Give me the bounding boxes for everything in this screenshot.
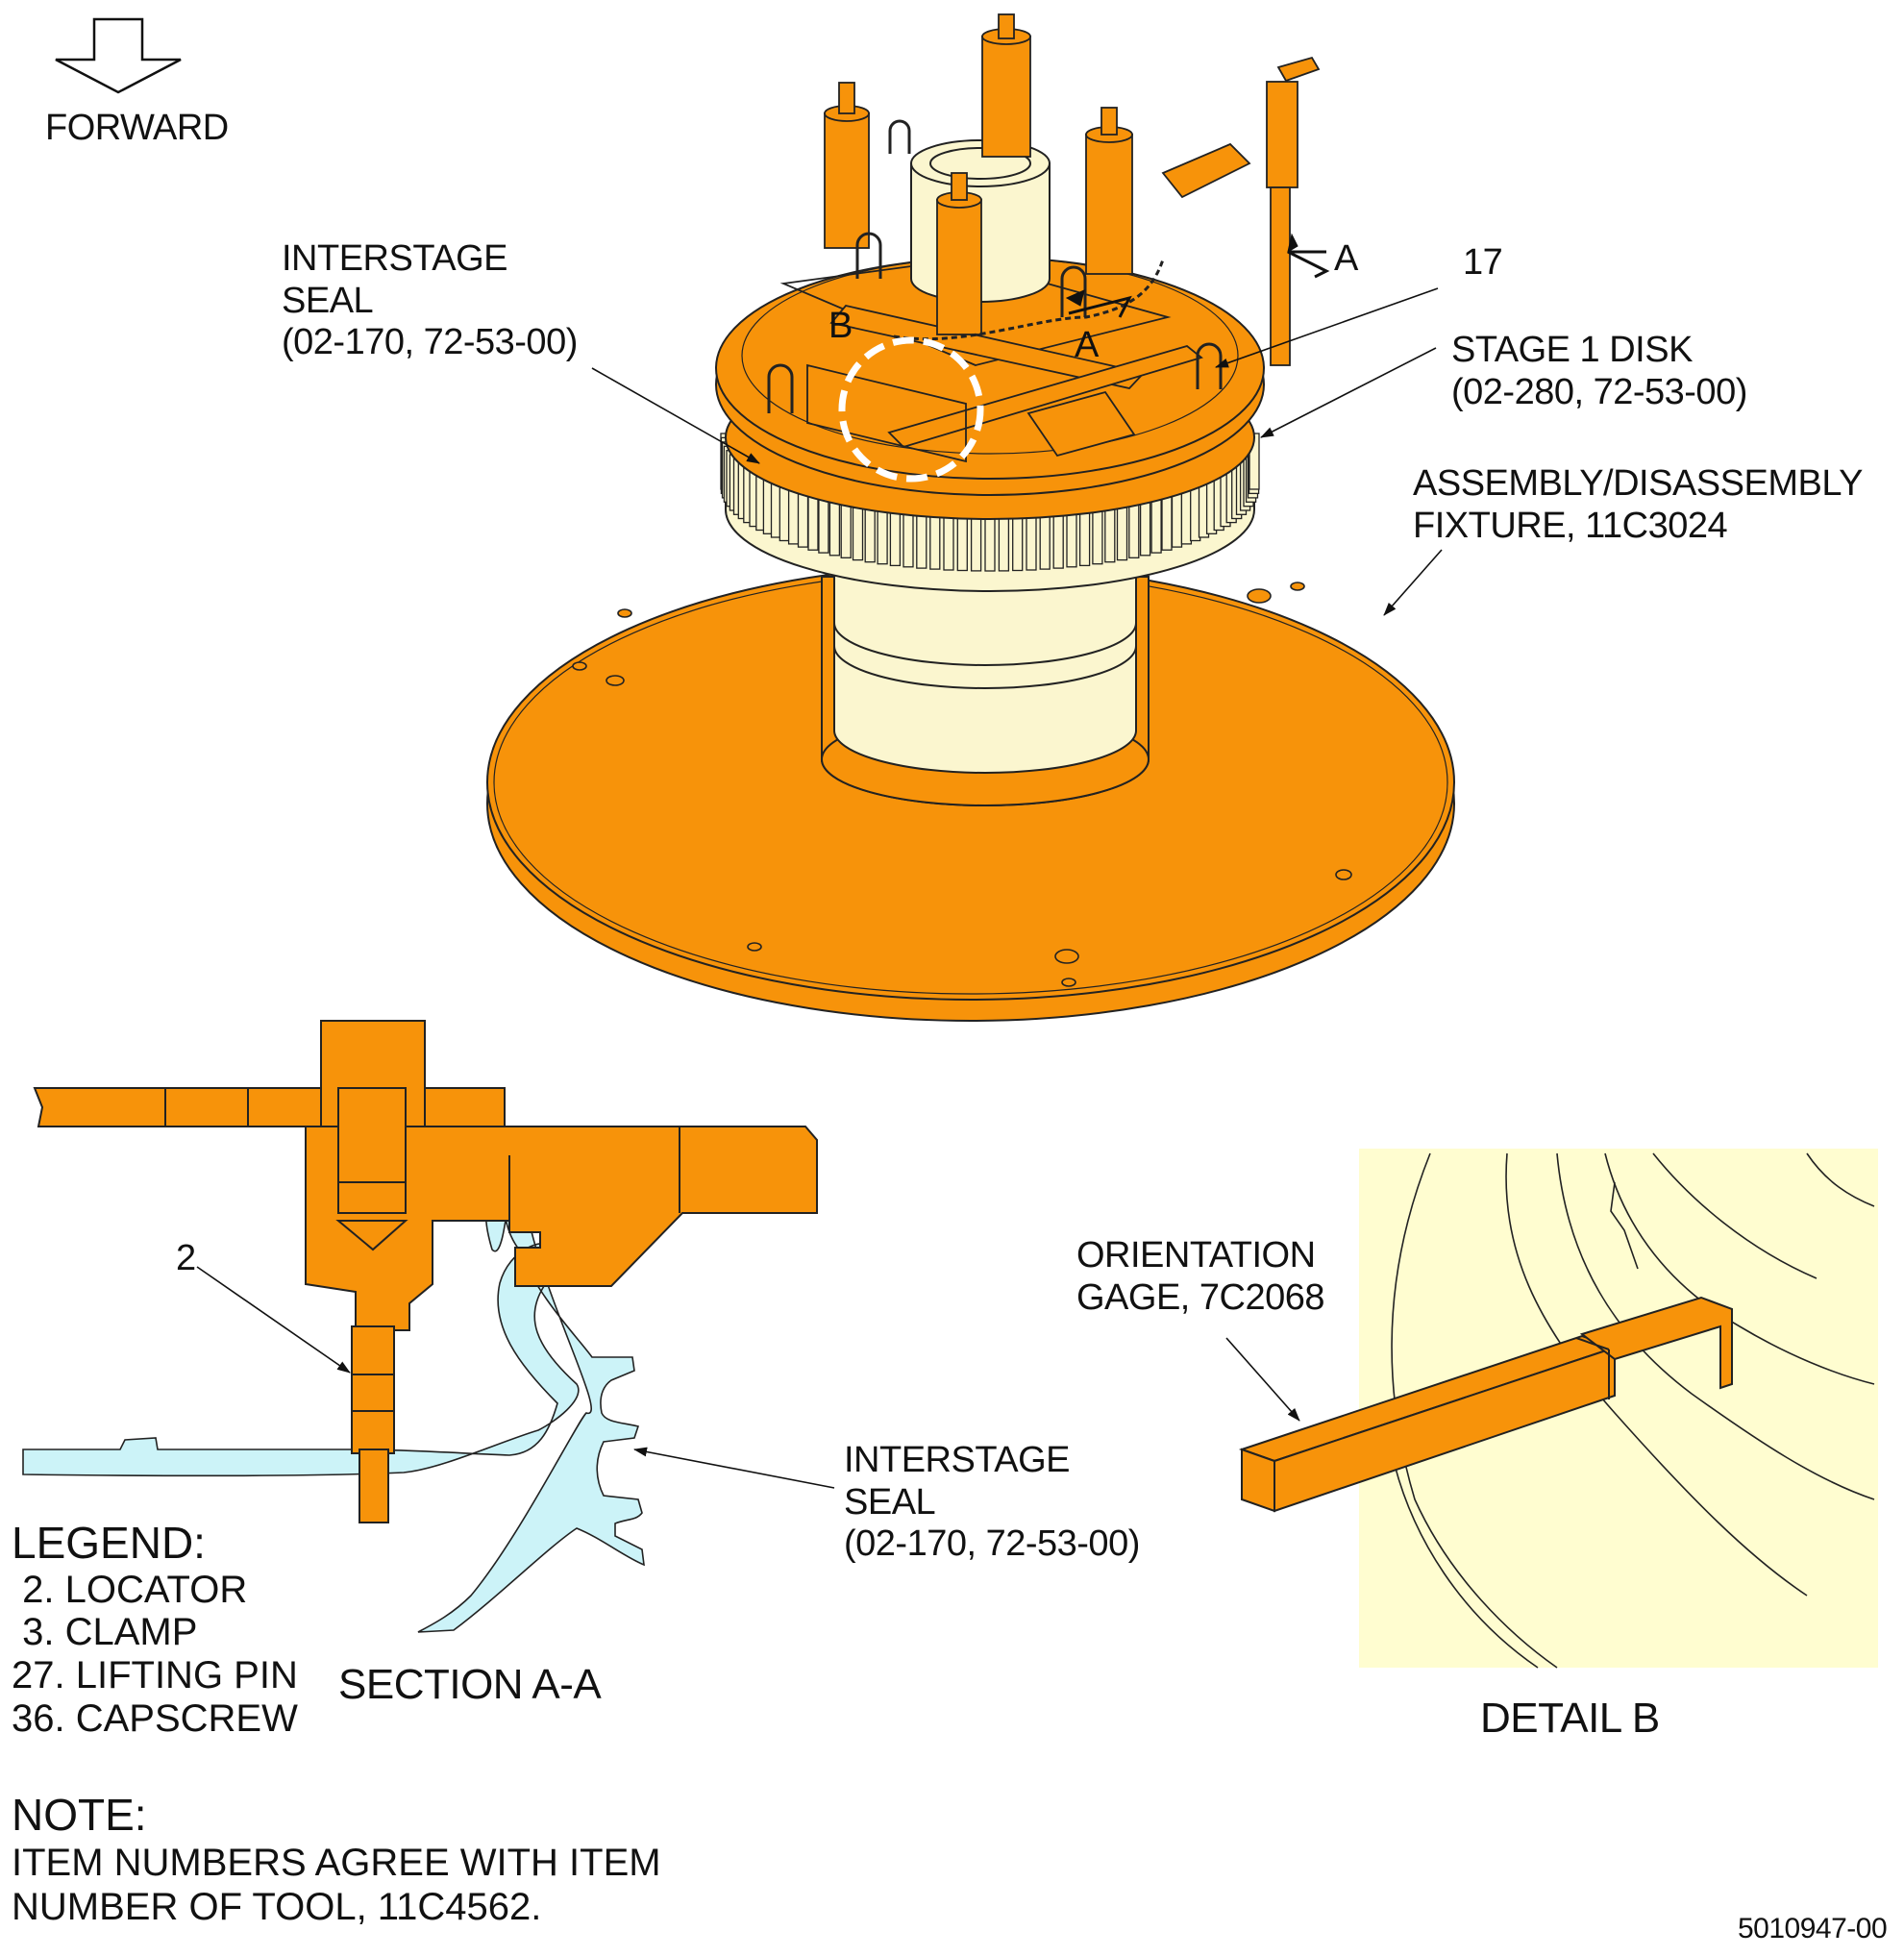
gear-tooth bbox=[929, 512, 941, 570]
gear-tooth bbox=[1092, 508, 1103, 565]
gear-tooth bbox=[779, 483, 790, 542]
section-aa-title: SECTION A-A bbox=[338, 1661, 602, 1708]
gear-tooth bbox=[916, 511, 927, 569]
legend-item: 2. LOCATOR bbox=[12, 1568, 248, 1611]
gear-tooth bbox=[1104, 506, 1116, 563]
legend: LEGEND: 2. LOCATOR 3. CLAMP 27. LIFTING … bbox=[12, 1518, 298, 1741]
gear-tooth bbox=[1012, 513, 1024, 572]
gear-tooth bbox=[877, 508, 888, 565]
gear-tooth bbox=[864, 506, 876, 563]
gear-tooth bbox=[1180, 487, 1193, 545]
gear-tooth bbox=[1171, 490, 1183, 548]
detail-b-title: DETAIL B bbox=[1480, 1695, 1660, 1742]
gear-tooth bbox=[1150, 496, 1162, 554]
legend-item: 3. CLAMP bbox=[12, 1611, 198, 1654]
section-cut-marks bbox=[1065, 233, 1330, 318]
gear-tooth bbox=[807, 493, 819, 551]
gear-tooth bbox=[1161, 493, 1173, 551]
gear-tooth bbox=[828, 499, 841, 557]
legend-item: 27. LIFTING PIN bbox=[12, 1654, 298, 1697]
callout-section-marker-a: A bbox=[1075, 325, 1099, 365]
note-line: ITEM NUMBERS AGREE WITH ITEM bbox=[12, 1841, 661, 1884]
callout-item-2: 2 bbox=[176, 1238, 196, 1278]
gear-tooth bbox=[984, 514, 996, 572]
legend-title: LEGEND: bbox=[12, 1518, 206, 1568]
leader-lines-detail bbox=[1225, 1337, 1300, 1422]
legend-item: 36. CAPSCREW bbox=[12, 1696, 298, 1740]
callout-fixture: ASSEMBLY/DISASSEMBLY FIXTURE, 11C3024 bbox=[1413, 463, 1864, 546]
detail-b-view bbox=[1238, 1149, 1878, 1669]
gear-tooth bbox=[970, 514, 982, 572]
callout-orientation-gage: ORIENTATION GAGE, 7C2068 bbox=[1076, 1235, 1325, 1318]
callout-interstage-seal-top: INTERSTAGE SEAL (02-170, 72-53-00) bbox=[282, 238, 578, 363]
note: NOTE: ITEM NUMBERS AGREE WITH ITEM NUMBE… bbox=[12, 1790, 661, 1929]
fixture-main-view bbox=[486, 13, 1455, 1022]
gear-tooth bbox=[852, 503, 864, 561]
gear-tooth bbox=[797, 490, 809, 548]
forward-arrow-icon bbox=[55, 17, 182, 94]
gear-tooth bbox=[889, 508, 902, 567]
gear-tooth bbox=[998, 514, 1010, 572]
gear-tooth bbox=[1139, 499, 1151, 557]
gear-tooth bbox=[787, 487, 800, 545]
callout-section-marker-a-right: A bbox=[1334, 238, 1358, 279]
gear-tooth bbox=[1078, 508, 1091, 567]
gear-tooth bbox=[1052, 511, 1064, 569]
callout-stage1-disk: STAGE 1 DISK (02-280, 72-53-00) bbox=[1451, 330, 1747, 412]
section-aa-view bbox=[22, 1020, 818, 1633]
gear-tooth bbox=[943, 513, 954, 571]
forward-label: FORWARD bbox=[45, 108, 229, 148]
gear-tooth bbox=[1116, 503, 1128, 561]
figure-id: 5010947-00 bbox=[1738, 1913, 1888, 1944]
callout-interstage-seal-section: INTERSTAGE SEAL (02-170, 72-53-00) bbox=[844, 1440, 1140, 1565]
note-line: NUMBER OF TOOL, 11C4562. bbox=[12, 1885, 542, 1928]
gear-tooth bbox=[818, 496, 829, 554]
gear-tooth bbox=[956, 513, 968, 572]
gear-tooth bbox=[1128, 501, 1140, 558]
callout-item-17: 17 bbox=[1463, 242, 1503, 283]
leader-lines-main bbox=[591, 287, 1443, 616]
gear-tooth bbox=[903, 510, 914, 568]
callout-detail-marker: B bbox=[828, 306, 853, 346]
note-title: NOTE: bbox=[12, 1790, 147, 1840]
gear-tooth bbox=[840, 501, 852, 558]
leader-lines-section bbox=[196, 1266, 835, 1489]
gear-tooth bbox=[1039, 512, 1051, 570]
gear-tooth bbox=[1066, 510, 1077, 568]
gear-tooth bbox=[1026, 513, 1037, 571]
